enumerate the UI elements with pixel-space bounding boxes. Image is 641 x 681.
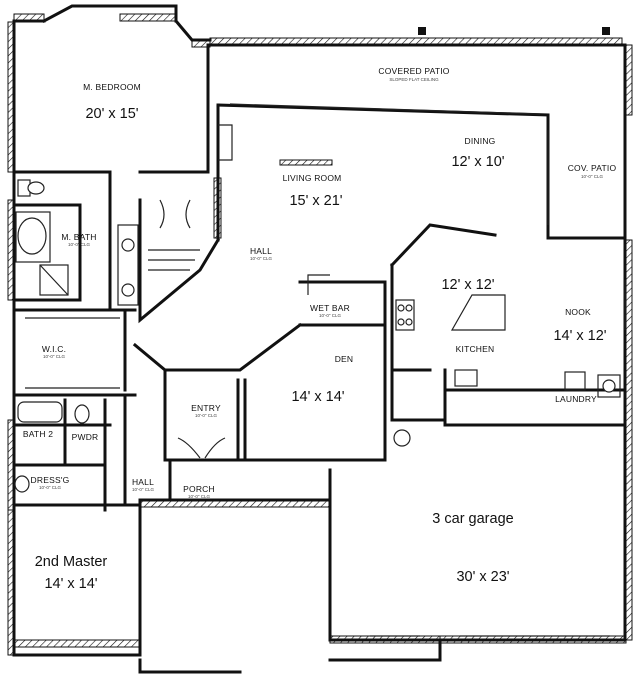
ceiling-wet-bar: 10'-0" CLG [319, 313, 341, 318]
ceiling-master-bath: 10'-0" CLG [68, 242, 90, 247]
label-living-room: LIVING ROOM [283, 173, 342, 183]
label-entry: ENTRY [191, 403, 221, 413]
label-master-bedroom: M. BEDROOM [83, 82, 141, 92]
dim-kitchen: 12' x 12' [441, 277, 494, 293]
dim-garage: 30' x 23' [456, 569, 509, 585]
label-bath2: BATH 2 [23, 429, 53, 439]
room-labels: M. BEDROOM 20' x 15' COVERED PATIO SLOPE… [23, 66, 617, 592]
label-powder: PWDR [72, 432, 99, 442]
fixtures [14, 27, 626, 637]
dim-nook: 14' x 12' [553, 328, 606, 344]
dim-master-bedroom: 20' x 15' [85, 106, 138, 122]
note-covered-patio: SLOPED FLAT CEILING [389, 77, 439, 82]
walls [12, 4, 627, 674]
label-wic: W.I.C. [42, 344, 66, 354]
label-hall-main: HALL [250, 246, 272, 256]
label-dressing: DRESS'G [31, 475, 70, 485]
dim-dining: 12' x 10' [451, 154, 504, 170]
dim-den: 14' x 14' [291, 389, 344, 405]
ceiling-wic: 10'-0" CLG [43, 354, 65, 359]
label-wet-bar: WET BAR [310, 303, 350, 313]
label-covered-patio: COVERED PATIO [378, 66, 449, 76]
label-cov-patio: COV. PATIO [568, 163, 617, 173]
label-den: DEN [335, 354, 354, 364]
ceiling-porch: 10'-0" CLG [188, 494, 210, 499]
label-garage: 3 car garage [432, 511, 513, 527]
label-master-bath: M. BATH [61, 232, 96, 242]
label-porch: PORCH [183, 484, 215, 494]
label-nook: NOOK [565, 307, 591, 317]
ceiling-hall-main: 10'-0" CLG [250, 256, 272, 261]
dim-second-master: 14' x 14' [44, 576, 97, 592]
label-laundry: LAUNDRY [555, 394, 597, 404]
ceiling-cov-patio: 10'-0" CLG [581, 174, 603, 179]
label-dining: DINING [465, 136, 496, 146]
ceiling-entry: 10'-0" CLG [195, 413, 217, 418]
label-second-master: 2nd Master [35, 554, 108, 570]
ceiling-dressing: 10'-0" CLG [39, 485, 61, 490]
ceiling-hall-side: 10'-0" CLG [132, 487, 154, 492]
label-kitchen: KITCHEN [456, 344, 495, 354]
dim-living-room: 15' x 21' [289, 193, 342, 209]
label-hall-side: HALL [132, 477, 154, 487]
